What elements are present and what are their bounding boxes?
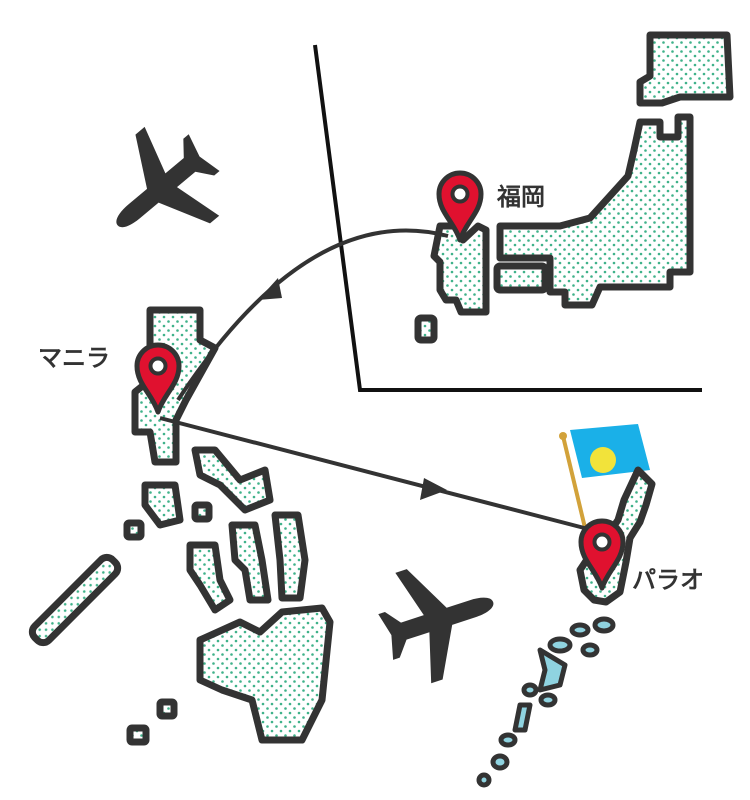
- honshu: [496, 113, 694, 309]
- island: [521, 682, 539, 698]
- flag-pole-top: [559, 432, 567, 440]
- island: [537, 647, 568, 693]
- label-manila: マニラ: [38, 344, 110, 372]
- flag-pole: [561, 435, 588, 533]
- label-palau: パラオ: [632, 566, 704, 594]
- palau-map: [476, 424, 656, 788]
- route-fukuoka-manila: [176, 228, 449, 402]
- route-arrow: [258, 278, 282, 300]
- kyushu: [430, 222, 490, 316]
- island: [123, 519, 145, 541]
- airplane-icon: [367, 546, 512, 693]
- island: [186, 541, 234, 614]
- tsushima: [414, 314, 438, 344]
- route-arrow: [420, 478, 447, 500]
- island: [191, 501, 213, 523]
- island: [191, 446, 274, 514]
- route-manila-palau: [159, 416, 593, 532]
- island: [547, 636, 573, 654]
- island: [490, 753, 510, 771]
- hokkaido: [636, 31, 734, 107]
- island: [512, 702, 533, 733]
- airplane-icon: [80, 108, 242, 270]
- island: [498, 732, 518, 748]
- label-fukuoka: 福岡: [497, 183, 545, 211]
- island: [580, 642, 600, 658]
- palawan: [28, 553, 122, 647]
- island: [156, 698, 178, 720]
- island: [569, 622, 591, 638]
- mindanao: [196, 604, 334, 744]
- island: [271, 511, 309, 602]
- shikoku: [493, 262, 549, 294]
- palau-flag-icon: [570, 424, 650, 478]
- island: [592, 616, 616, 634]
- island: [228, 521, 272, 604]
- island: [538, 692, 558, 708]
- japan-map: [414, 31, 734, 344]
- island: [476, 772, 492, 788]
- island: [126, 724, 150, 746]
- island: [141, 481, 184, 529]
- inset-frame: [313, 44, 702, 392]
